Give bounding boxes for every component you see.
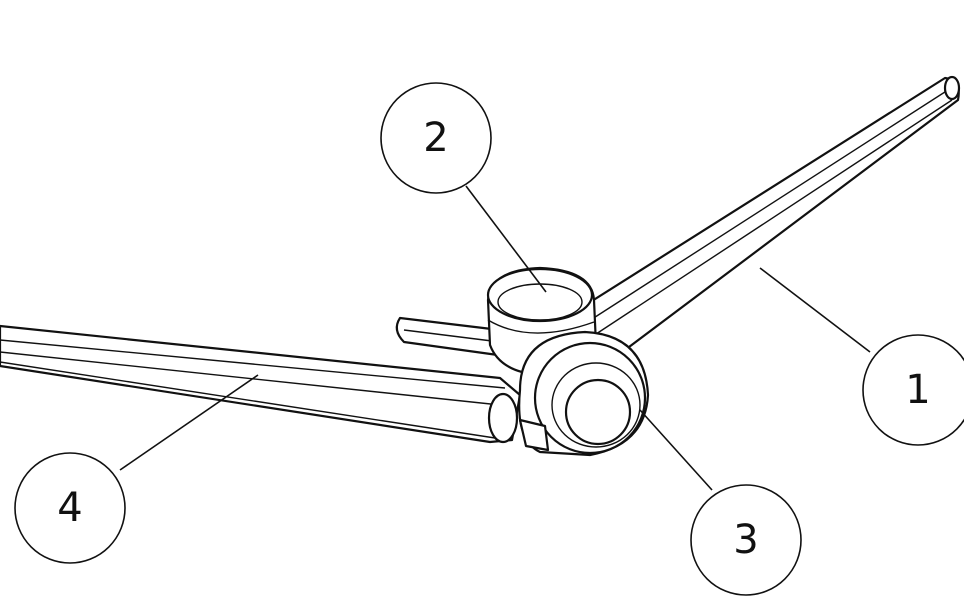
- leader-line-2: [465, 185, 547, 293]
- callout-label: 4: [57, 485, 82, 531]
- arm-left: [0, 324, 522, 444]
- callout-2: 2: [380, 82, 492, 194]
- leader-line-4: [119, 374, 259, 471]
- callout-4: 4: [14, 452, 126, 564]
- callout-label: 3: [733, 517, 758, 563]
- callout-label: 1: [905, 367, 930, 413]
- arm-right: [563, 75, 961, 352]
- callout-1: 1: [862, 334, 964, 446]
- leader-line-1: [759, 267, 871, 353]
- tab: [395, 316, 507, 358]
- callout-3: 3: [690, 484, 802, 596]
- leader-line-3: [639, 409, 713, 491]
- front-hub: [518, 330, 650, 457]
- callout-label: 2: [423, 115, 448, 161]
